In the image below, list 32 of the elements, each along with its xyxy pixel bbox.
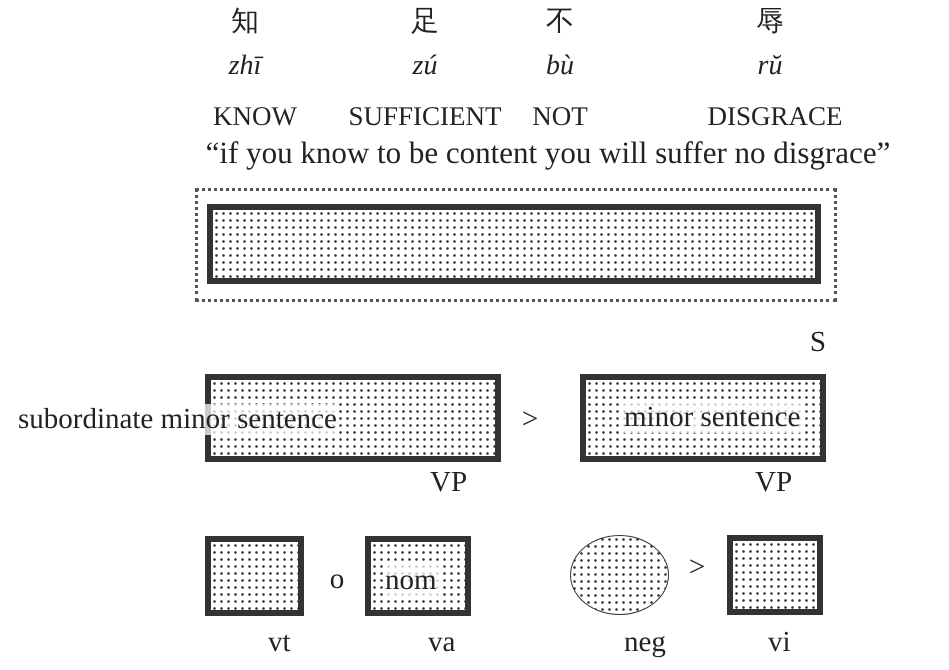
stippled-box (727, 535, 823, 615)
category-label: vi (768, 628, 791, 657)
category-label: vt (268, 628, 291, 657)
node-label: nom (383, 565, 439, 596)
gloss-text: SUFFICIENT (348, 103, 502, 130)
chinese-character: 知 (231, 8, 259, 36)
category-label: VP (755, 468, 792, 497)
gloss-text: DISGRACE (708, 103, 842, 130)
pinyin-text: bù (546, 52, 574, 80)
gloss-text: NOT (532, 103, 588, 130)
stippled-box (580, 374, 826, 462)
relation-symbol: o (330, 565, 344, 594)
category-label: VP (430, 468, 468, 497)
node-label: subordinate minor sentence (16, 404, 339, 435)
relation-symbol: > (688, 553, 706, 582)
gloss-text: KNOW (213, 103, 297, 130)
pinyin-text: rŭ (758, 52, 782, 80)
pinyin-text: zú (412, 52, 438, 80)
chinese-character: 辱 (756, 8, 784, 36)
chinese-character: 不 (546, 8, 574, 36)
category-label: S (810, 328, 826, 357)
translation-text: “if you know to be content you will suffer no disgrace” (206, 137, 890, 168)
chinese-character: 足 (411, 8, 439, 36)
dotted-frame (195, 188, 837, 302)
category-label: va (428, 628, 456, 657)
stippled-box (205, 536, 304, 616)
pinyin-text: zhī (228, 52, 262, 80)
relation-symbol: > (522, 405, 538, 434)
category-label: neg (624, 628, 666, 657)
node-label: minor sentence (622, 402, 802, 433)
stippled-bar (207, 204, 821, 284)
stippled-box (365, 536, 471, 616)
